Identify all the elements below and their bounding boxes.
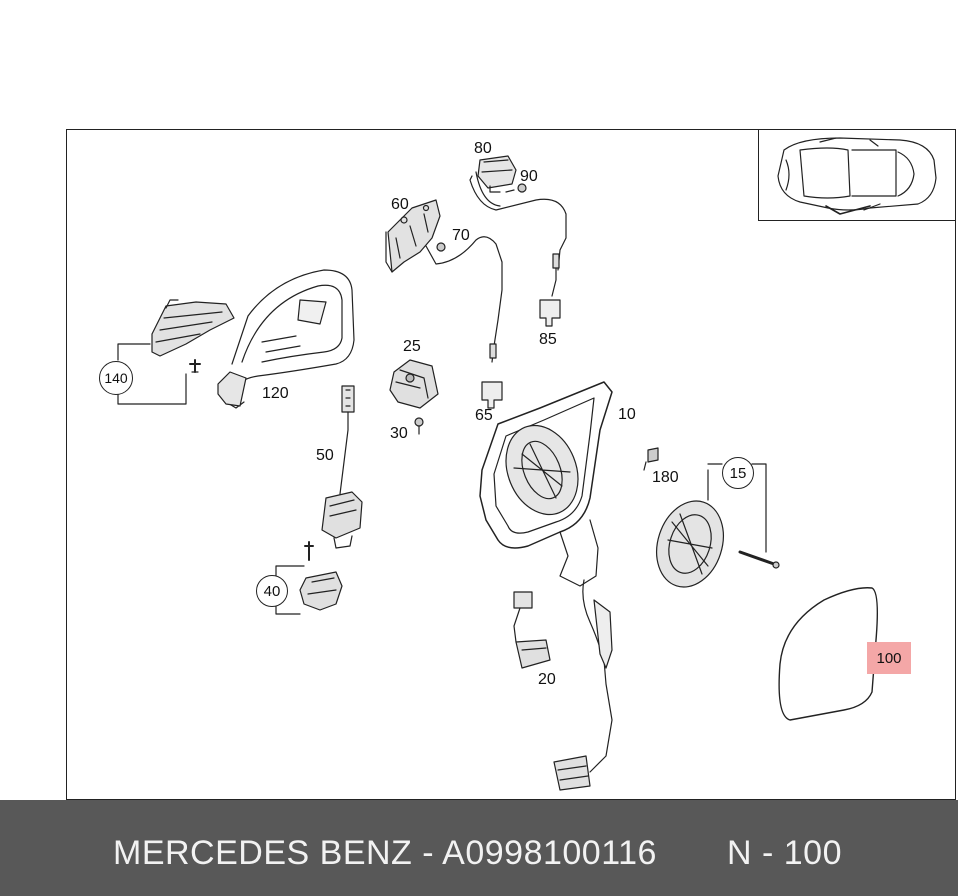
callout-50: 50 <box>316 447 334 464</box>
bracket-40 <box>275 565 305 615</box>
callout-40: 40 <box>263 582 281 600</box>
callout-10: 10 <box>618 406 636 423</box>
footer-part-number: MERCEDES BENZ - A0998100116 <box>113 834 657 872</box>
callout-180: 180 <box>652 469 679 486</box>
callout-65: 65 <box>475 407 493 424</box>
part-85-connector <box>539 253 561 327</box>
callout-15-circle: 15 <box>722 457 754 489</box>
part-80-control-unit <box>469 155 567 271</box>
vehicle-thumbnail-icon <box>777 137 937 215</box>
part-25-motor <box>389 359 439 409</box>
part-90-screw <box>505 183 527 193</box>
part-180-screw <box>643 447 659 471</box>
part-140-screw <box>189 359 201 373</box>
callout-85: 85 <box>539 331 557 348</box>
part-140-turn-signal <box>151 299 235 357</box>
vehicle-thumbnail-frame <box>758 129 956 221</box>
part-100-mirror-glass <box>778 587 879 721</box>
part-50-cable <box>321 385 363 549</box>
callout-25: 25 <box>403 338 421 355</box>
part-60-bracket <box>385 199 441 273</box>
bracket-15 <box>707 463 767 553</box>
part-20-cable <box>513 591 551 669</box>
callout-40-circle: 40 <box>256 575 288 607</box>
callout-15: 15 <box>729 464 747 482</box>
callout-80: 80 <box>474 140 492 157</box>
part-120-mirror-cover <box>217 269 355 409</box>
callout-120: 120 <box>262 385 289 402</box>
part-30-screw <box>414 417 424 435</box>
callout-100: 100 <box>876 649 902 667</box>
callout-140-circle: 140 <box>99 361 133 395</box>
callout-100-highlight[interactable]: 100 <box>867 642 911 674</box>
part-40-camera <box>299 571 343 611</box>
part-10-mirror-housing <box>479 381 613 791</box>
part-70-screw-cable <box>425 236 503 363</box>
callout-140: 140 <box>104 370 128 386</box>
callout-60: 60 <box>391 196 409 213</box>
callout-20: 20 <box>538 671 556 688</box>
callout-70: 70 <box>452 227 470 244</box>
callout-90: 90 <box>520 168 538 185</box>
callout-30: 30 <box>390 425 408 442</box>
part-40-screw <box>304 541 314 561</box>
part-65-connector <box>481 381 503 409</box>
footer-position-label: N - 100 <box>727 834 842 872</box>
bracket-140 <box>117 343 187 405</box>
footer-bar <box>0 800 958 896</box>
part-15-actuator <box>656 500 780 588</box>
